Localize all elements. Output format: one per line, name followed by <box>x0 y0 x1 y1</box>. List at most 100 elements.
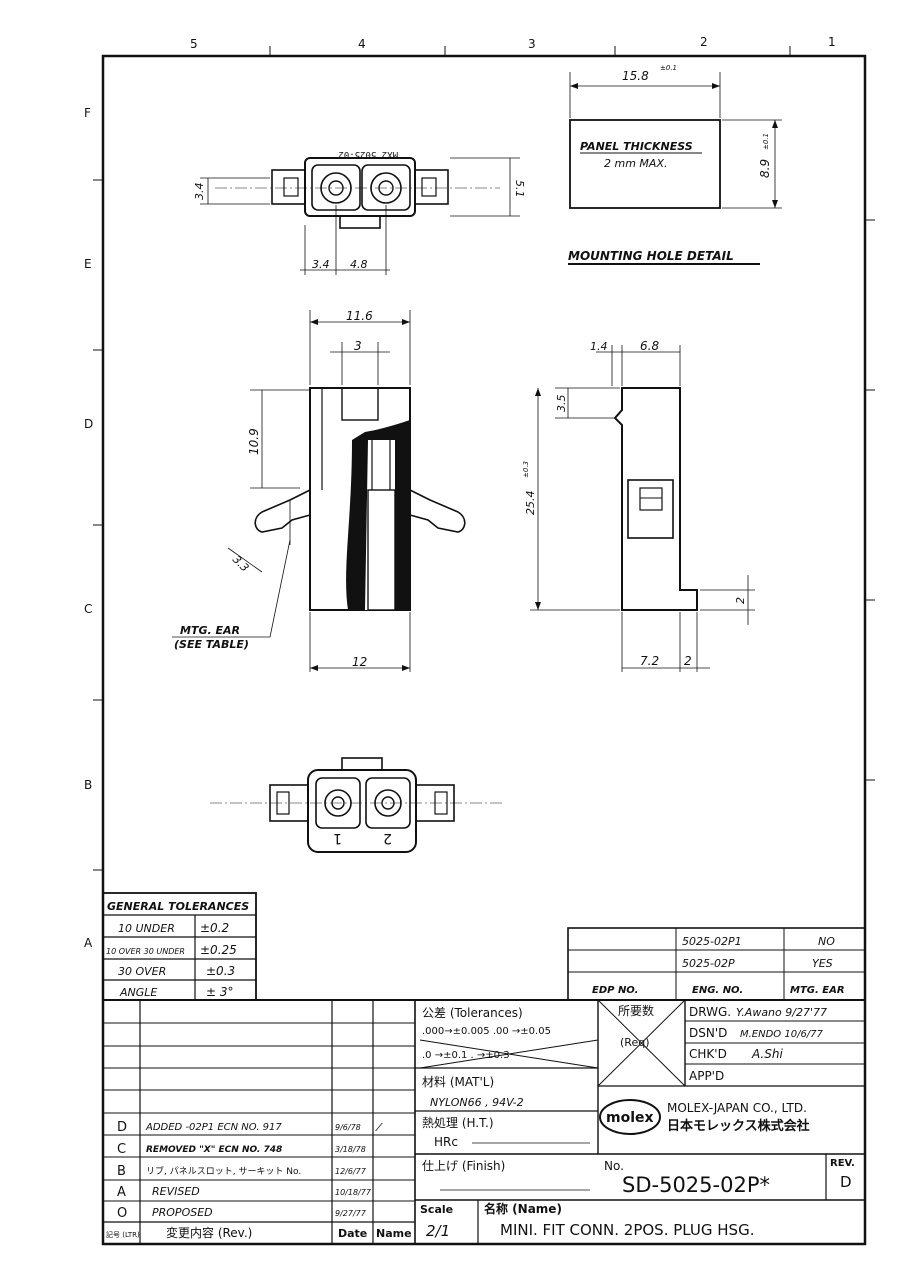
rev-row2-date: 3/18/78 <box>335 1145 366 1154</box>
row-ticks <box>93 179 875 871</box>
rev-footer-name: Name <box>376 1227 412 1240</box>
rev-row5-date: 9/27/77 <box>335 1209 367 1218</box>
mounting-hole-title: MOUNTING HOLE DETAIL <box>568 249 734 263</box>
tolerances-line-1: .000→±0.005 .00 →±0.05 <box>422 1026 551 1037</box>
bottom-view-body <box>307 769 417 853</box>
row-label-E: E <box>84 257 92 271</box>
name-label: 名称 (Name) <box>484 1201 562 1216</box>
heat-treatment-label: 熱処理 (H.T.) <box>422 1116 494 1130</box>
side-dim-length: 25.4 <box>524 491 537 516</box>
front-dim-bottom-width: 12 <box>352 655 367 669</box>
scale-value: 2/1 <box>426 1222 450 1240</box>
rev-row2-desc: REMOVED "X" ECN NO. 748 <box>146 1145 282 1155</box>
chkd-signature: A.Shi <box>751 1047 783 1061</box>
col-label-3: 3 <box>528 37 536 51</box>
hrc-label: HRc <box>434 1135 458 1149</box>
side-view-latch <box>627 479 674 539</box>
mounting-hole-outline <box>569 119 721 209</box>
appd-label: APP'D <box>689 1069 724 1083</box>
edp-row2-eng: 5025-02P <box>682 957 735 970</box>
chkd-label: CHK'D <box>689 1047 727 1061</box>
drawing-number: SD-5025-02P* <box>622 1173 770 1197</box>
col-label-5: 5 <box>190 37 198 51</box>
top-view: MX2 5025-02 3.4 5.1 3.4 4.8 <box>193 149 526 275</box>
row-label-B: B <box>84 778 92 792</box>
gen-tol-range-2: 10 OVER 30 UNDER <box>106 947 185 956</box>
edp-row1-ear: NO <box>818 935 835 948</box>
company-name-en: MOLEX-JAPAN CO., LTD. <box>667 1101 807 1115</box>
hole-width-tol: ±0.1 <box>660 64 677 72</box>
side-dim-b: 6.8 <box>640 339 659 353</box>
row-label-A: A <box>84 936 93 950</box>
gen-tol-range-1: 10 UNDER <box>118 922 175 935</box>
mounting-hole-detail: 15.8 ±0.1 8.9 ±0.1 PANEL THICKNESS 2 mm … <box>568 64 782 265</box>
col-label-4: 4 <box>358 37 366 51</box>
part-name: MINI. FIT CONN. 2POS. PLUG HSG. <box>500 1221 754 1239</box>
front-view: 11.6 3 10.9 3.3 MTG. EAR (SEE TABLE) 12 <box>172 309 466 672</box>
hole-height-tol: ±0.1 <box>762 133 770 150</box>
rev-value: D <box>840 1173 852 1191</box>
col-label-2: 2 <box>700 35 708 49</box>
drawing-no-label: No. <box>604 1159 624 1173</box>
rev-row4-ltr: A <box>117 1185 126 1200</box>
dsnd-label: DSN'D <box>689 1026 727 1040</box>
gen-tol-value-3: ±0.3 <box>206 964 235 978</box>
scale-label: Scale <box>420 1203 453 1216</box>
mtg-ear-label: MTG. EAR <box>180 624 240 637</box>
rev-row5-ltr: O <box>117 1206 127 1221</box>
title-block: 公差 (Tolerances) .000→±0.005 .00 →±0.05 .… <box>103 999 865 1244</box>
gen-tol-value-4: ± 3° <box>206 985 234 999</box>
rev-row4-date: 10/18/77 <box>335 1188 372 1197</box>
gen-tol-range-3: 30 OVER <box>118 965 166 978</box>
side-dim-base: 7.2 <box>640 654 659 668</box>
column-labels: 5 4 3 2 1 <box>190 35 836 51</box>
gen-tol-range-4: ANGLE <box>119 986 157 999</box>
drwg-signature: Y.Awano 9/27'77 <box>736 1006 827 1019</box>
side-dim-foot: 2 <box>734 597 747 604</box>
top-view-ear-right <box>414 169 449 205</box>
rev-row1-date: 9/6/78 <box>335 1123 361 1132</box>
rev-row5-desc: PROPOSED <box>152 1206 213 1219</box>
bottom-view: 1 2 <box>210 757 505 853</box>
side-dim-a: 1.4 <box>590 340 608 353</box>
front-view-ear-right <box>409 489 466 533</box>
molex-logo <box>599 1099 661 1135</box>
top-dim-pitch-b: 4.8 <box>350 258 368 271</box>
tolerances-line-2: .0 →±0.1 . →±0.3 <box>422 1050 510 1061</box>
drwg-label: DRWG. <box>689 1005 731 1019</box>
top-dim-right: 5.1 <box>513 180 526 198</box>
tolerances-label: 公差 (Tolerances) <box>422 1006 523 1020</box>
panel-thickness-label: PANEL THICKNESS <box>580 140 693 153</box>
side-view-body <box>613 387 698 611</box>
edp-header-edp: EDP NO. <box>592 985 638 996</box>
rev-row3-date: 12/6/77 <box>335 1167 367 1176</box>
front-dim-height: 10.9 <box>247 428 261 455</box>
material-label: 材料 (MAT'L) <box>422 1075 494 1089</box>
front-view-ear-left <box>254 489 311 533</box>
revision-table: D ADDED -02P1 ECN NO. 917 9/6/78 C REMOV… <box>103 1000 415 1244</box>
finish-label: 仕上げ (Finish) <box>422 1159 505 1173</box>
req-value: (Req) <box>620 1036 649 1049</box>
row-label-C: C <box>84 602 92 616</box>
pin-label-2: 2 <box>383 830 392 846</box>
panel-thickness-value: 2 mm MAX. <box>604 157 667 170</box>
rev-row1-desc: ADDED -02P1 ECN NO. 917 <box>145 1122 282 1133</box>
top-view-ear-left <box>271 169 306 205</box>
rev-row1-initials: ⁄ <box>375 1121 383 1134</box>
front-view-slot <box>341 387 379 421</box>
top-dim-pitch-a: 3.4 <box>312 258 330 271</box>
rev-row1-ltr: D <box>117 1120 127 1135</box>
part-marking: MX2 5025-02 <box>338 149 398 159</box>
side-dim-length-tol: ±0.3 <box>522 461 530 478</box>
edp-row2-ear: YES <box>812 957 833 970</box>
dsnd-signature: M.ENDO 10/6/77 <box>740 1029 824 1040</box>
edp-header-ear: MTG. EAR <box>790 985 845 996</box>
rev-footer-date: Date <box>338 1227 367 1240</box>
gen-tol-title: GENERAL TOLERANCES <box>107 900 249 913</box>
company-name-jp: 日本モレックス株式会社 <box>667 1118 810 1134</box>
row-label-D: D <box>84 417 93 431</box>
top-dim-left: 3.4 <box>193 183 206 201</box>
row-label-F: F <box>84 106 91 120</box>
mtg-ear-note: (SEE TABLE) <box>174 638 249 651</box>
